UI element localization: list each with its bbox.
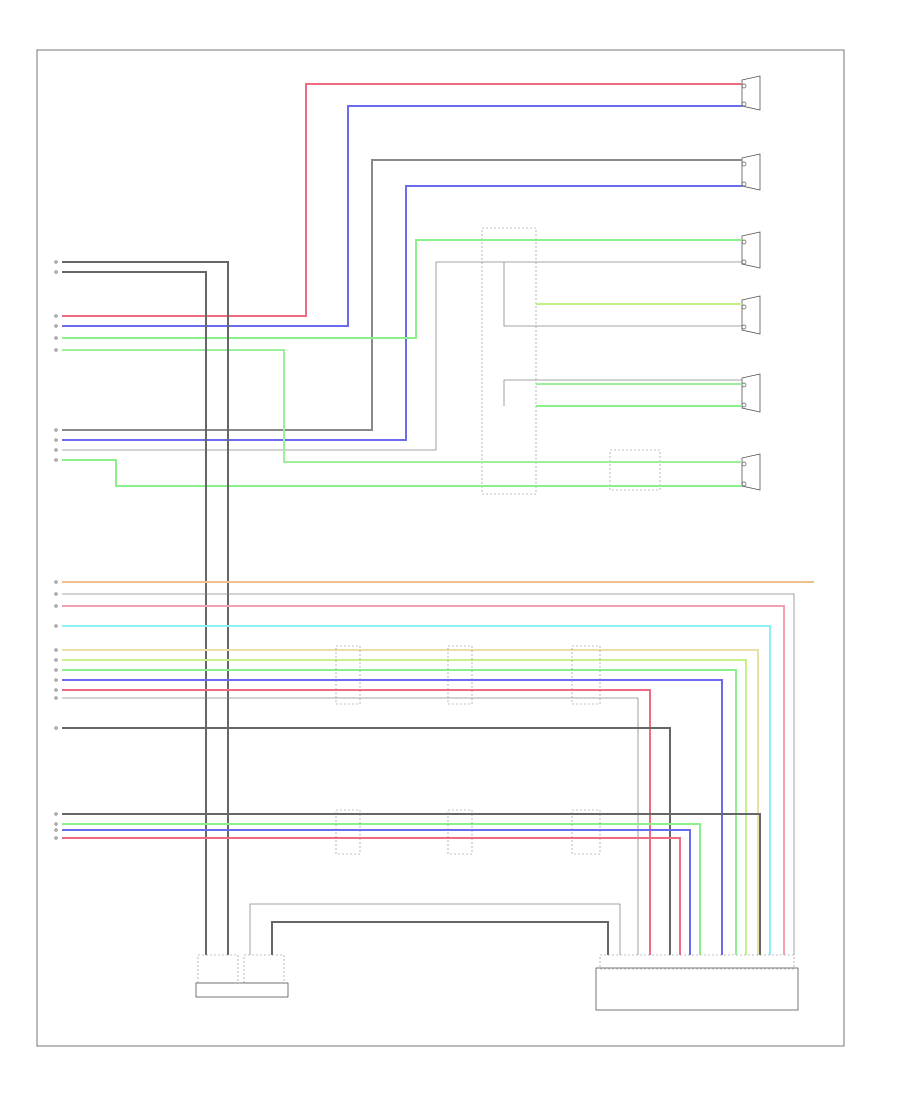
wire-lgreen-lf-pos <box>62 349 742 463</box>
wire-tan-5 <box>62 649 759 955</box>
wire-red-rr-pos <box>62 83 742 317</box>
wire-dark-antenna-2 <box>62 271 207 955</box>
tweeter-left[interactable] <box>741 373 761 413</box>
wire-bt-2 <box>271 921 609 955</box>
wire-splice-2 <box>503 379 742 406</box>
junction-connector-2[interactable] <box>609 449 661 491</box>
bluetooth-connector[interactable] <box>243 954 285 984</box>
wire-red-15 <box>62 837 681 955</box>
tweeter-right[interactable] <box>741 295 761 335</box>
antenna-connector[interactable] <box>197 954 239 984</box>
speaker-left-rear[interactable] <box>741 153 761 191</box>
wire-dark-11 <box>62 727 671 955</box>
wire-blue-rr-neg <box>62 105 742 327</box>
amplifier[interactable] <box>595 954 799 1011</box>
speaker-right-front[interactable] <box>741 231 761 269</box>
wire-gray-rf-neg <box>62 261 742 451</box>
wire-blue-lr-pos <box>62 185 742 441</box>
inline-connector-b <box>335 809 601 855</box>
wire-blue-8 <box>62 679 723 955</box>
wire-ygreen-6 <box>62 659 747 955</box>
speaker-right-rear[interactable] <box>741 75 761 111</box>
wire-dark-antenna-1 <box>62 261 229 955</box>
left-harness-pins <box>54 260 58 840</box>
speaker-left-front[interactable] <box>741 453 761 491</box>
wire-bt-1 <box>249 903 621 955</box>
wire-green-13 <box>62 823 701 955</box>
wire-green-7 <box>62 669 737 955</box>
junction-connector-1[interactable] <box>481 227 537 495</box>
inline-connector-a <box>335 645 601 705</box>
wire-green-lf-neg <box>62 459 742 487</box>
wire-dark-12 <box>62 813 761 955</box>
wire-cyan-4 <box>62 625 771 955</box>
wire-gray-10 <box>62 697 639 955</box>
audio-unit[interactable] <box>195 982 289 998</box>
diagram-frame <box>36 49 845 1047</box>
wire-red-9 <box>62 689 651 955</box>
wire-gray-lr <box>62 159 742 431</box>
wire-gray-2 <box>62 593 795 955</box>
wire-splice-1 <box>503 262 742 327</box>
wire-green-rf-pos <box>62 239 742 339</box>
wire-blue-14 <box>62 829 691 955</box>
wire-pink-3 <box>62 605 785 955</box>
